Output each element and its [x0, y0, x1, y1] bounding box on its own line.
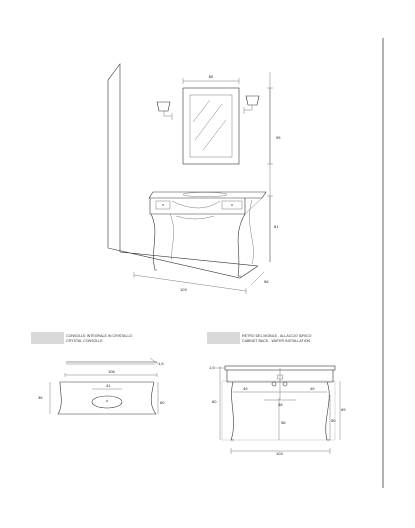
console-vanity	[148, 191, 267, 277]
dim-thickness: 1,5	[158, 361, 164, 366]
water-fittings	[264, 368, 296, 400]
dim-console-width: 103	[180, 287, 187, 292]
wall-outline	[107, 63, 259, 279]
wall-lamp-right	[243, 95, 260, 114]
dim-height-right: 69	[341, 407, 346, 412]
section-header-block	[31, 332, 64, 344]
dim-center-gap: 38	[278, 402, 283, 407]
dim-bottom-width: 103	[276, 451, 283, 456]
section-title-en: CRYSTAL CONSOLLE	[66, 339, 103, 343]
dim-height-inner: 58	[281, 420, 286, 425]
dim-top-thickness: 1,5	[209, 365, 215, 370]
dim-depth-right: 60	[160, 400, 165, 405]
dim-mirror-width: 80	[209, 74, 214, 79]
dim-console-height: 81	[274, 224, 279, 229]
section-crystal-consolle: CONSOLLE INTEGRALE IN CRISTALLO CRYSTAL …	[31, 332, 165, 415]
section-water-installation: RETRO DEL MOBILE - ALLACCIO IDRICO CABIN…	[207, 332, 346, 456]
dim-basin-width: 41	[106, 383, 111, 388]
dim-right-offset: 49	[310, 386, 315, 391]
dim-height-total: 80	[212, 399, 217, 404]
main-perspective-view: 80 95 81 103 56	[107, 63, 281, 294]
wall-lamp-left	[156, 101, 173, 120]
section-title-it: RETRO DEL MOBILE - ALLACCIO IDRICO	[242, 334, 312, 338]
dim-top-width: 106	[108, 369, 115, 374]
section-header-block	[207, 332, 240, 344]
dim-depth-left: 36	[38, 395, 43, 400]
dim-console-depth: 56	[264, 279, 269, 284]
dim-left-offset: 49	[243, 386, 248, 391]
consolle-plan-outline	[57, 381, 157, 415]
dim-mirror-height: 95	[276, 135, 281, 140]
mirror	[182, 87, 240, 165]
section-title-it: CONSOLLE INTEGRALE IN CRISTALLO	[66, 334, 132, 338]
dim-height-side: 50	[331, 418, 336, 423]
basin-outline	[91, 395, 123, 409]
section-title-en: CABINET BACK - WATER INSTALLATION	[242, 339, 310, 343]
